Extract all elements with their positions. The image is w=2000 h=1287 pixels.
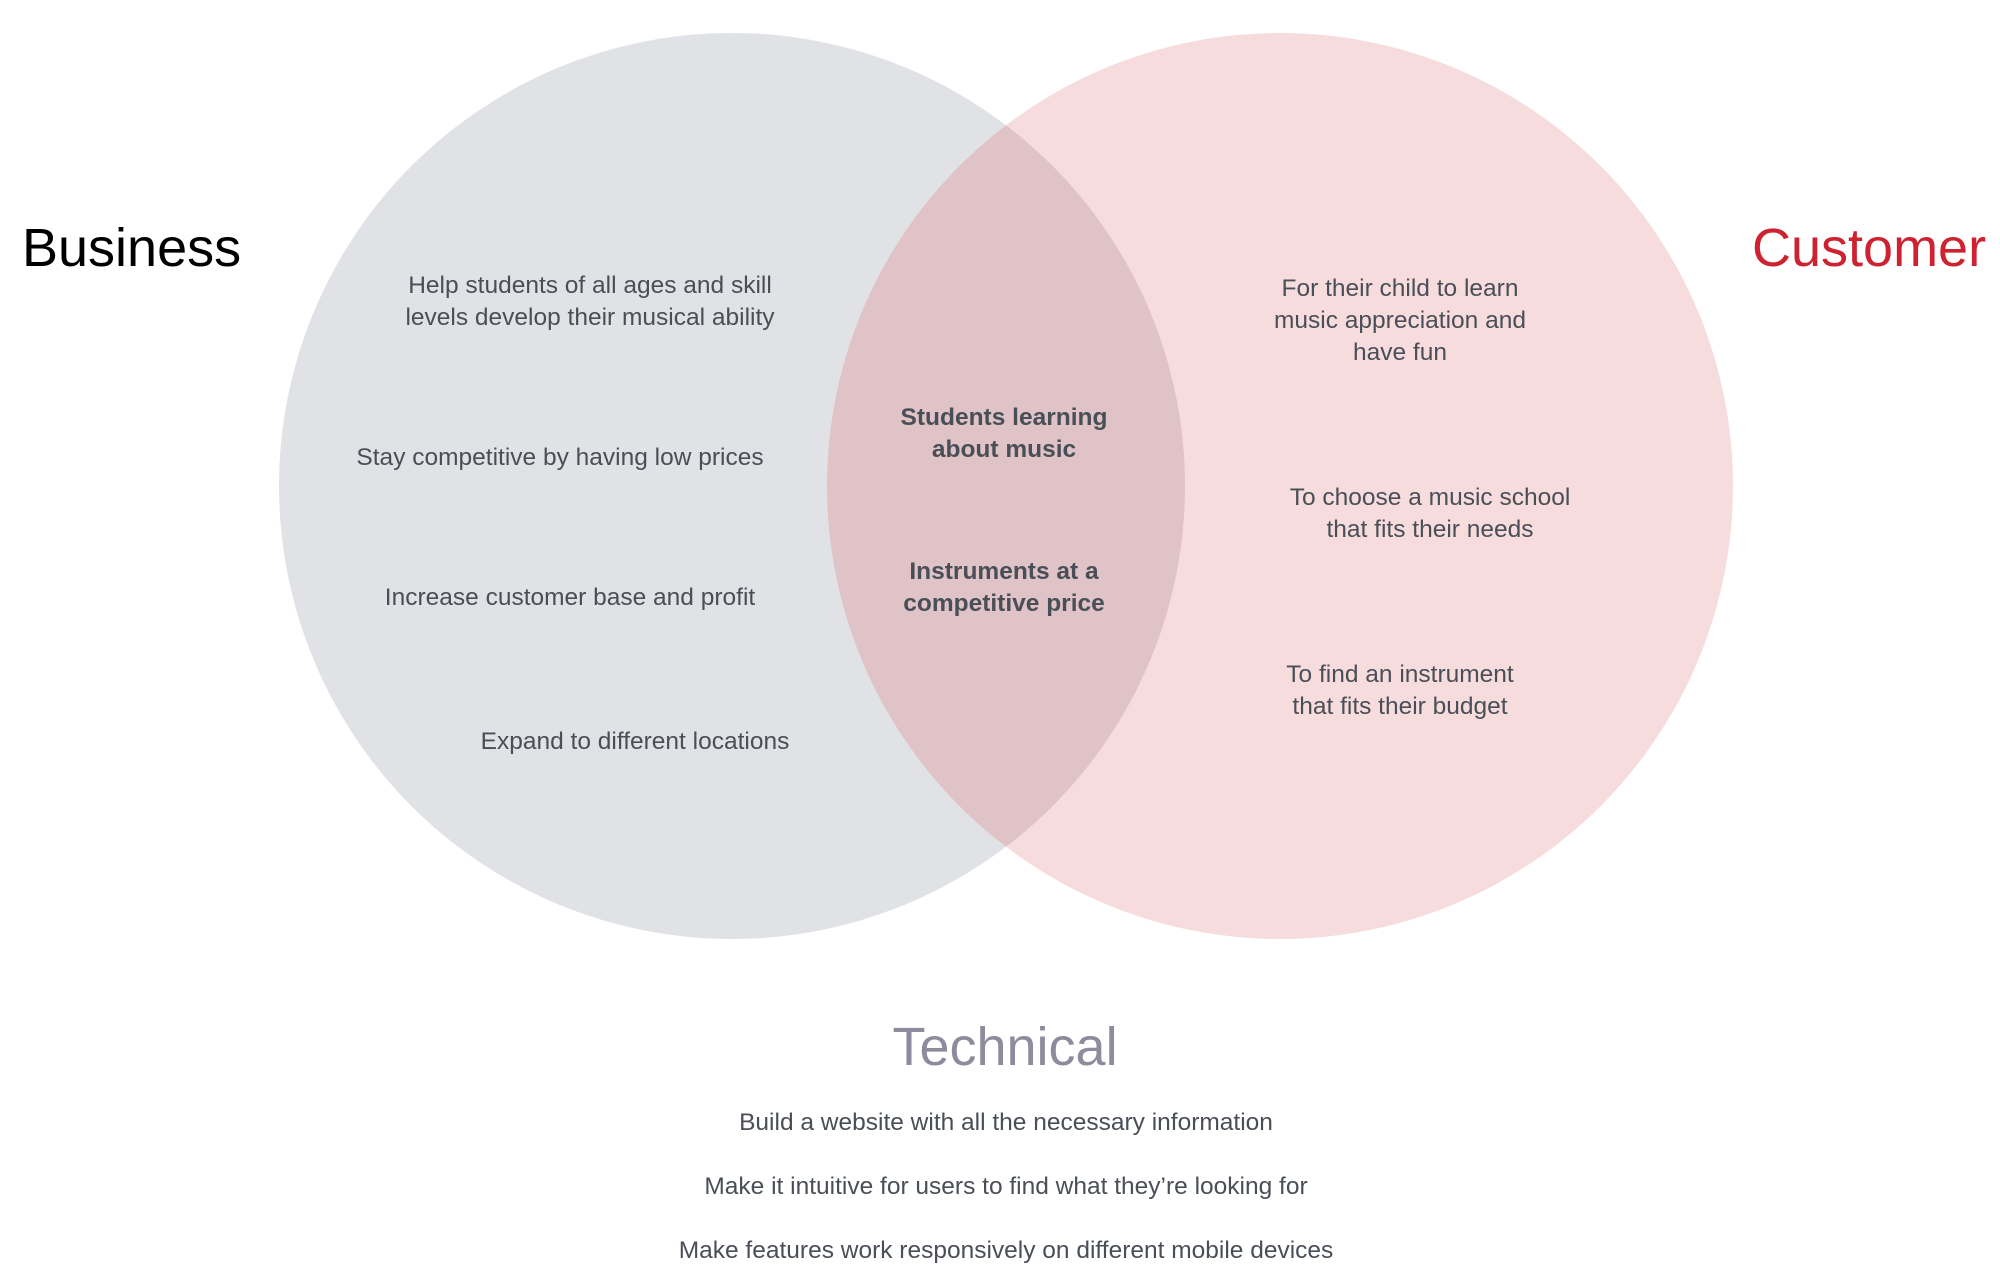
business-title: Business: [22, 218, 242, 278]
technical-item: Make it intuitive for users to find what…: [704, 1173, 1308, 1200]
business-item: Expand to different locations: [480, 728, 790, 755]
business-item: Increase customer base and profit: [384, 584, 756, 611]
technical-item: Make features work responsively on diffe…: [678, 1237, 1334, 1264]
business-item: Stay competitive by having low prices: [356, 444, 764, 471]
technical-item: Build a website with all the necessary i…: [739, 1109, 1273, 1136]
customer-title: Customer: [1752, 218, 1987, 278]
overlap-region: [827, 33, 1185, 939]
technical-title: Technical: [892, 1017, 1118, 1077]
